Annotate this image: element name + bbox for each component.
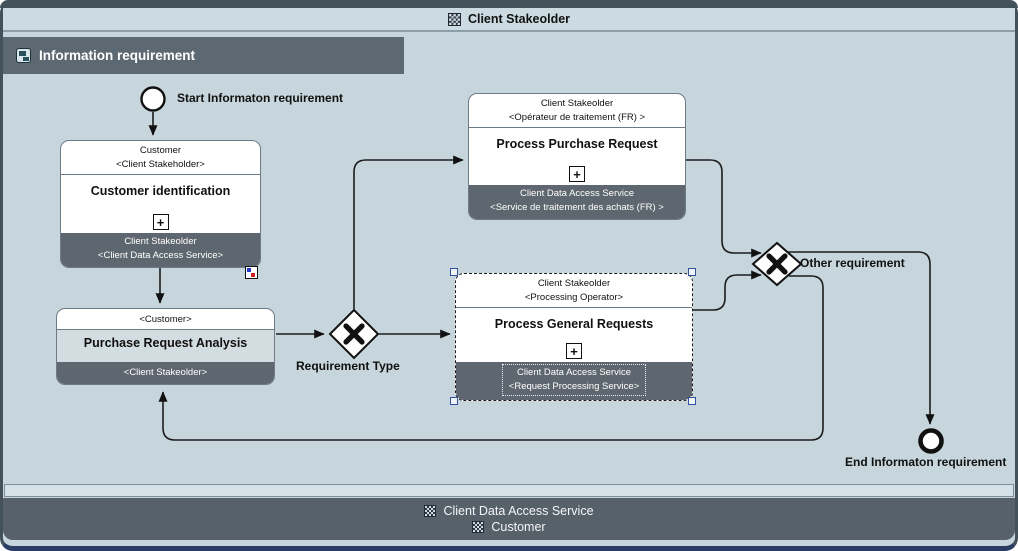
task-process-general-requests[interactable]: Client Stakeolder <Processing Operator> … xyxy=(455,273,693,401)
lane-title: Information requirement xyxy=(39,48,196,63)
selection-handle-top-right[interactable] xyxy=(688,268,696,276)
task-performer-label: Client Stakeolder <Opérateur de traiteme… xyxy=(469,94,685,128)
task-service-label: Client Data Access Service <Request Proc… xyxy=(456,362,692,400)
lane-header[interactable]: Information requirement xyxy=(3,37,404,74)
task-customer-identification[interactable]: Customer <Client Stakeholder> Customer i… xyxy=(60,140,261,268)
task-name: Purchase Request Analysis xyxy=(83,335,248,350)
task-performer-label: Customer <Client Stakeholder> xyxy=(61,141,260,175)
collapsed-lane[interactable] xyxy=(4,484,1014,497)
task-service-label: <Client Stakeolder> xyxy=(57,362,274,384)
subprocess-plus-icon[interactable]: + xyxy=(566,343,582,360)
task-name: Process Purchase Request xyxy=(496,136,658,151)
selection-handle-bottom-right[interactable] xyxy=(688,397,696,405)
hidden-participants-footer: Client Data Access Service Customer xyxy=(3,498,1015,540)
start-event-label: Start Informaton requirement xyxy=(177,91,344,105)
pool-icon xyxy=(447,12,461,26)
gateway-other-requirement-label: Other requirement xyxy=(800,256,905,270)
gateway-other-requirement[interactable] xyxy=(751,241,803,287)
pool-frame-top xyxy=(0,0,1018,8)
task-performer-label: Client Stakeolder <Processing Operator> xyxy=(456,274,692,308)
selection-handle-top-left[interactable] xyxy=(450,268,458,276)
data-object-icon[interactable] xyxy=(245,266,258,279)
task-service-label: Client Data Access Service <Service de t… xyxy=(469,185,685,219)
subprocess-plus-icon[interactable]: + xyxy=(569,166,585,183)
pool-title-bar[interactable]: Client Stakeolder xyxy=(3,8,1015,32)
lane-icon xyxy=(16,48,31,63)
start-event[interactable] xyxy=(140,86,166,112)
gateway-requirement-type[interactable] xyxy=(328,308,380,360)
task-performer-label: <Customer> xyxy=(57,309,274,330)
flow-process-purchase-to-other-requirement[interactable] xyxy=(686,159,762,258)
end-event[interactable] xyxy=(918,428,944,454)
task-name: Customer identification xyxy=(90,183,231,198)
task-name: Process General Requests xyxy=(494,316,654,331)
task-purchase-request-analysis[interactable]: <Customer> Purchase Request Analysis <Cl… xyxy=(56,308,275,385)
selection-handle-bottom-left[interactable] xyxy=(450,397,458,405)
participant-icon xyxy=(424,505,437,517)
pool-title: Client Stakeolder xyxy=(467,12,571,26)
participant-customer[interactable]: Customer xyxy=(472,520,546,534)
flow-other-requirement-to-end[interactable] xyxy=(787,251,935,425)
subprocess-plus-icon[interactable]: + xyxy=(152,214,169,231)
flow-requirement-type-to-process-purchase[interactable] xyxy=(353,155,464,309)
participant-client-data-access-service[interactable]: Client Data Access Service xyxy=(424,504,594,518)
participant-icon xyxy=(472,521,485,533)
end-event-label: End Informaton requirement xyxy=(845,455,1007,469)
task-service-label: Client Stakeolder <Client Data Access Se… xyxy=(61,233,260,267)
task-process-purchase-request[interactable]: Client Stakeolder <Opérateur de traiteme… xyxy=(468,93,686,220)
gateway-requirement-type-label: Requirement Type xyxy=(296,359,400,373)
flow-other-requirement-loopback[interactable] xyxy=(158,275,824,441)
flow-process-general-to-other-requirement[interactable] xyxy=(691,270,762,311)
